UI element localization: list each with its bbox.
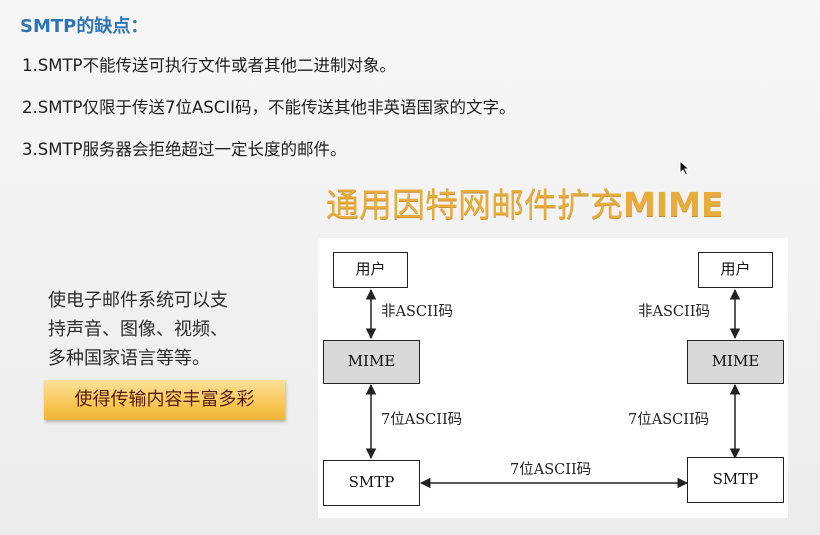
mime-diagram: 用户 MIME SMTP 用户 MIME SMTP 非ASCII码 7位ASCI… <box>318 238 788 518</box>
left-smtp-box: SMTP <box>323 460 420 506</box>
point-1: 1.SMTP不能传送可执行文件或者其他二进制对象。 <box>22 56 396 75</box>
slide-title: SMTP的缺点： <box>20 16 149 37</box>
mime-description: 使电子邮件系统可以支 持声音、图像、视频、 多种国家语言等等。 <box>48 286 288 373</box>
left-top-label: 非ASCII码 <box>381 304 453 320</box>
highlight-callout: 使得传输内容丰富多彩 <box>44 380 285 420</box>
right-smtp-box: SMTP <box>687 457 784 503</box>
point-3: 3.SMTP服务器会拒绝超过一定长度的邮件。 <box>22 140 347 159</box>
bottom-label: 7位ASCII码 <box>510 462 592 478</box>
description-line-2: 持声音、图像、视频、 <box>48 319 228 340</box>
mime-heading-accent: MIME <box>623 185 724 224</box>
description-line-3: 多种国家语言等等。 <box>48 348 210 369</box>
mouse-cursor-icon <box>679 160 691 176</box>
mime-heading: 通用因特网邮件扩充MIME <box>326 178 724 226</box>
left-mid-label: 7位ASCII码 <box>381 412 463 428</box>
point-2: 2.SMTP仅限于传送7位ASCII码，不能传送其他非英语国家的文字。 <box>22 98 516 117</box>
right-mid-label: 7位ASCII码 <box>628 412 710 428</box>
description-line-1: 使电子邮件系统可以支 <box>48 290 228 311</box>
right-top-label: 非ASCII码 <box>638 304 710 320</box>
mime-heading-prefix: 通用因特网邮件扩充 <box>326 185 623 224</box>
left-mime-box: MIME <box>323 340 420 384</box>
left-user-box: 用户 <box>333 252 408 288</box>
right-mime-box: MIME <box>687 340 784 384</box>
right-user-box: 用户 <box>698 252 773 288</box>
diagram-arrows <box>365 288 741 489</box>
